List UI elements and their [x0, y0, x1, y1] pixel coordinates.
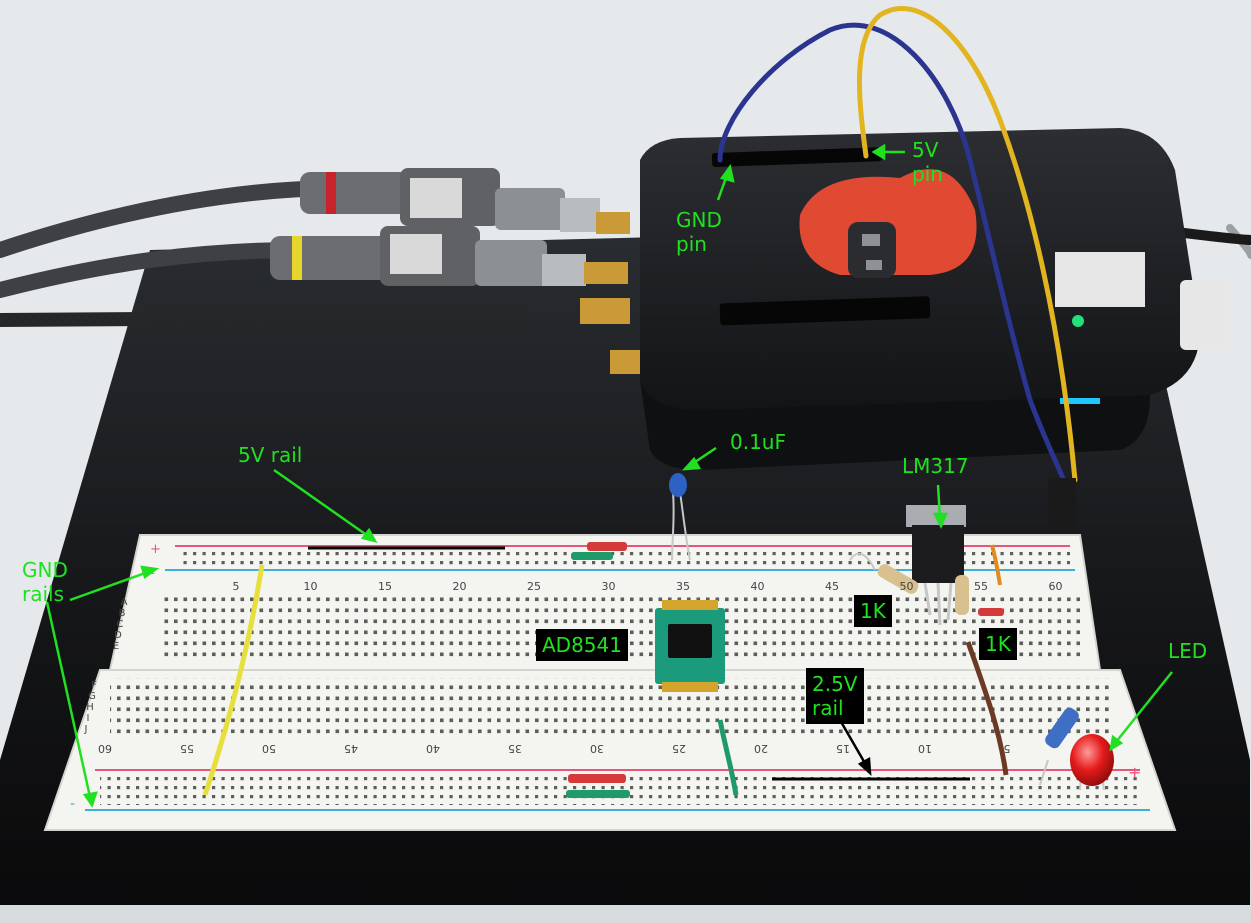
small-red-jumper: [978, 608, 1004, 616]
breadboard-number: 50: [900, 580, 914, 593]
resistor-1k-left: [849, 552, 919, 594]
yellow-wire: [202, 564, 265, 796]
label-led: LED: [1168, 639, 1208, 663]
probe-cables: [0, 180, 1251, 327]
breadboard-row-letter: D: [114, 630, 122, 641]
breadboard-row-letter: B: [119, 608, 126, 619]
device-sticker: [1055, 252, 1145, 307]
label-5v-pin: 5V pin: [912, 138, 943, 186]
resistor-led: [1039, 707, 1079, 786]
annotation-arrows-black: [838, 719, 872, 777]
breadboard-number: 10: [304, 580, 318, 593]
flame-logo-icon: [799, 169, 977, 275]
breadboard-bottom-numbers: 60 55 50 45 40 35 30 25 20 15 10 5: [98, 742, 1011, 755]
breadboard-number: 45: [825, 580, 839, 593]
breadboard-row-letter: C: [117, 619, 124, 630]
breadboard-number: 20: [754, 742, 768, 755]
breadboard-number: 55: [974, 580, 988, 593]
orange-wire: [990, 544, 1002, 586]
breadboard-number: 45: [344, 742, 358, 755]
breadboard-number: 20: [453, 580, 467, 593]
breadboard-number: 40: [426, 742, 440, 755]
breadboard-number: 50: [262, 742, 276, 755]
status-light-strip: [1060, 398, 1100, 404]
breadboard-number: 35: [508, 742, 522, 755]
rail-minus-sign-bottom: -: [70, 796, 75, 812]
rail-plus-sign-bottom: +: [1128, 763, 1141, 782]
breadboard-number: 5: [1004, 742, 1011, 755]
breadboard-row-letter: E: [113, 641, 119, 652]
breadboard-number: 15: [378, 580, 392, 593]
label-gnd-pin: GND pin: [676, 208, 722, 256]
label-ad8541: AD8541: [536, 629, 628, 661]
breadboard-number: 40: [751, 580, 765, 593]
breadboard-row-letter: G: [88, 691, 96, 702]
components: [202, 473, 1114, 798]
label-capacitor: 0.1uF: [730, 430, 786, 454]
breadboard-number: 10: [918, 742, 932, 755]
label-5v-rail: 5V rail: [238, 443, 303, 467]
breadboard-number: 30: [602, 580, 616, 593]
breadboard-row-letter: A: [121, 597, 128, 608]
lm317-body: [912, 525, 964, 583]
jumper-wires: [717, 6, 1078, 556]
breadboard-number: 25: [527, 580, 541, 593]
breadboard-number: 5: [233, 580, 240, 593]
scope-probe-red: [300, 168, 630, 234]
capacitor-icon: [669, 473, 687, 497]
status-led-icon: [1072, 315, 1084, 327]
breadboard-number: 60: [98, 742, 112, 755]
led-icon: [1070, 734, 1114, 786]
brown-wire: [965, 641, 1009, 776]
green-wire: [717, 719, 739, 796]
breadboard-row-letter: F: [91, 680, 97, 691]
green-jumper-bottom: [566, 790, 630, 798]
label-resistor-1k-right: 1K: [979, 628, 1017, 660]
breadboard-number: 55: [180, 742, 194, 755]
breadboard-number: 30: [590, 742, 604, 755]
resistor-1k-right: [955, 575, 969, 615]
breadboard-number: 15: [836, 742, 850, 755]
red-jumper-bottom: [568, 774, 626, 783]
rail-plus-sign-top: +: [150, 542, 161, 557]
annotation-arrows: [45, 143, 1173, 808]
label-lm317: LM317: [902, 454, 969, 478]
red-pitaya-device: [640, 128, 1230, 470]
green-jumper: [571, 552, 613, 560]
breadboard-row-letter: J: [84, 724, 88, 735]
ethernet-plug: [1180, 280, 1230, 350]
breadboard-row-letter: I: [87, 713, 90, 724]
label-gnd-rails: GND rails: [22, 558, 68, 606]
breadboard-bottom: [43, 669, 1177, 831]
breadboard-number: 35: [676, 580, 690, 593]
label-resistor-1k-left: 1K: [854, 595, 892, 627]
rail-minus-sign-top: -: [150, 566, 155, 581]
label-2v5-rail: 2.5V rail: [806, 668, 864, 724]
breadboard-row-letter: H: [86, 702, 94, 713]
scope-probe-yellow: [270, 226, 646, 374]
breadboard-number: 60: [1049, 580, 1063, 593]
breadboard-top-numbers: 5 10 15 20 25 30 35 40 45 50 55 60: [233, 580, 1063, 593]
red-jumper: [587, 542, 627, 551]
breadboard-number: 25: [672, 742, 686, 755]
